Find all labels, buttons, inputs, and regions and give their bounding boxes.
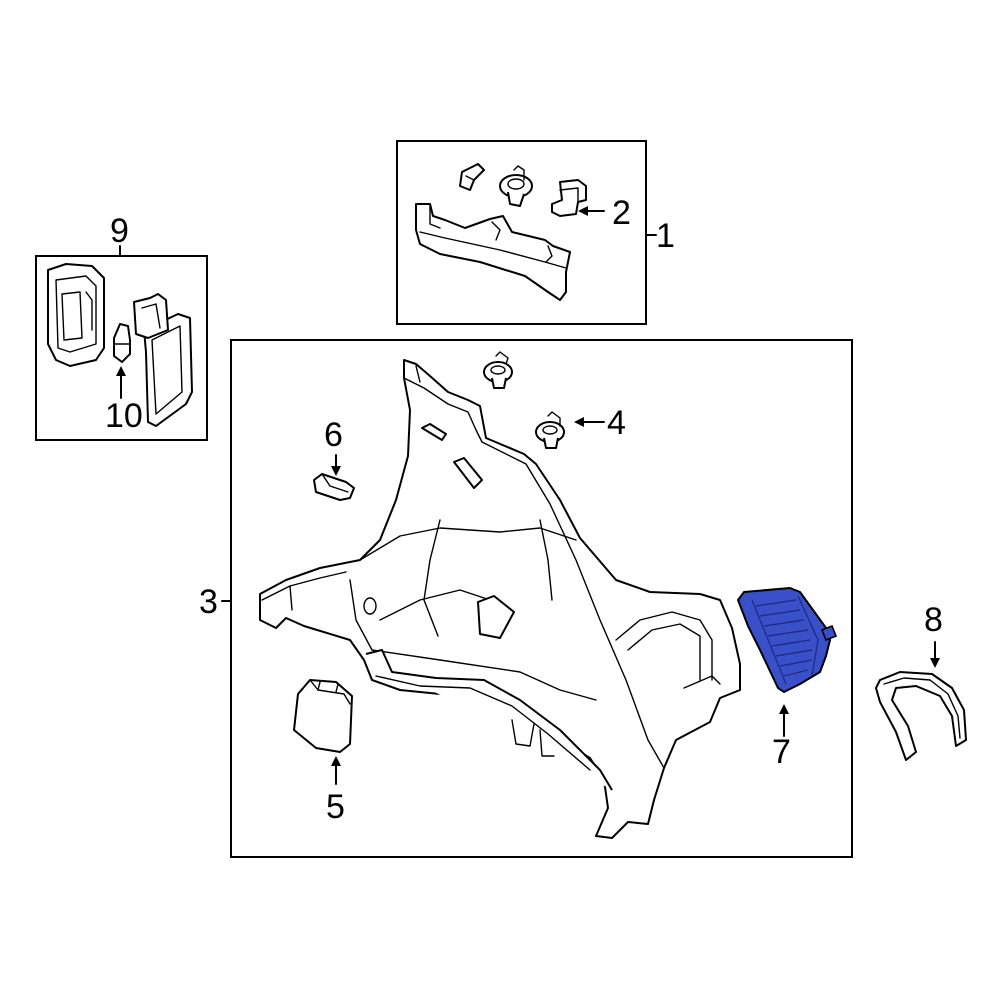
lamp-lens-part[interactable] <box>133 293 193 427</box>
clip-wedge-part[interactable] <box>459 163 485 191</box>
rear-bracket-part[interactable] <box>415 203 571 301</box>
callout-2: 2 <box>612 194 631 232</box>
cover-part-5[interactable] <box>293 679 353 753</box>
callout-3: 3 <box>199 583 218 621</box>
trim-ring-part-8[interactable] <box>875 671 967 761</box>
plug-part-6[interactable] <box>313 473 355 501</box>
vent-grille-part-7[interactable] <box>737 587 838 693</box>
part-group-1-box <box>396 140 647 325</box>
callout-1: 1 <box>656 217 675 255</box>
quarter-trim-panel-part[interactable] <box>259 359 741 839</box>
bulb-part[interactable] <box>113 323 131 363</box>
callout-6: 6 <box>324 416 343 454</box>
arrowhead-10 <box>116 366 126 376</box>
part-group-9-box <box>35 255 208 441</box>
arrowhead-5 <box>331 756 341 766</box>
arrowhead-8 <box>930 658 940 668</box>
callout-9: 9 <box>110 212 129 250</box>
part-group-3-box <box>230 339 853 858</box>
arrowhead-6 <box>331 466 341 476</box>
callout-7: 7 <box>772 733 791 771</box>
arrowhead-2 <box>578 206 588 216</box>
panel-push-pin-part[interactable] <box>483 351 513 389</box>
callout-4: 4 <box>607 404 626 442</box>
callout-8: 8 <box>924 601 943 639</box>
arrowhead-7 <box>779 704 789 714</box>
callout-10: 10 <box>105 397 143 435</box>
lamp-housing-part[interactable] <box>47 263 105 367</box>
arrowhead-4 <box>574 417 584 427</box>
push-pin-part[interactable] <box>499 165 533 207</box>
callout-5: 5 <box>326 788 345 826</box>
retainer-clip-part-2[interactable] <box>551 179 587 217</box>
fastener-part-4[interactable] <box>535 411 565 449</box>
